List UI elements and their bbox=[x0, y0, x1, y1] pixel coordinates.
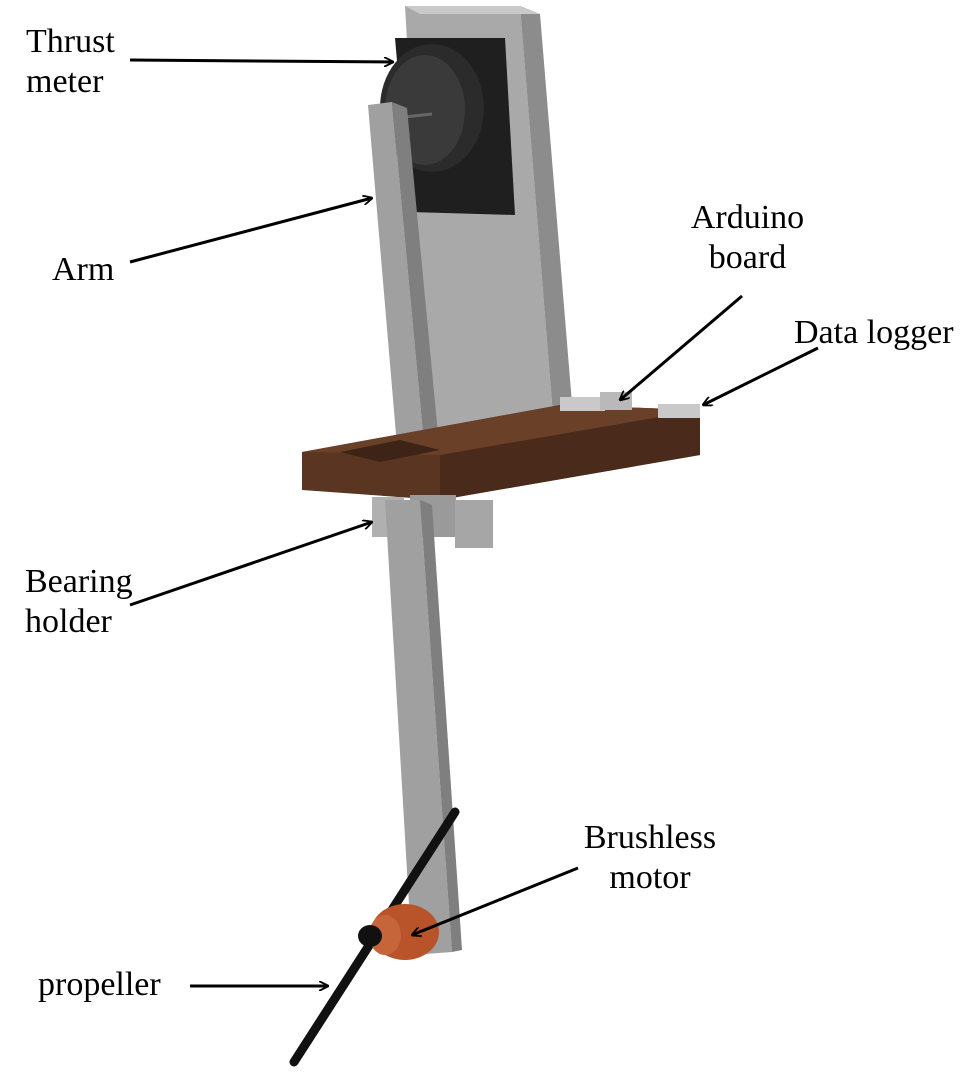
label-brushless-motor-line1: Brushless bbox=[583, 819, 717, 856]
arrow-bearing-holder bbox=[129, 522, 372, 607]
label-data-logger: Data logger bbox=[794, 313, 954, 353]
label-propeller-line1: propeller bbox=[38, 966, 161, 1003]
arrows bbox=[129, 60, 819, 986]
arm bbox=[368, 102, 440, 458]
label-data-logger-line1: Data logger bbox=[794, 314, 954, 351]
label-propeller: propeller bbox=[38, 965, 161, 1005]
label-arduino-board-line1: Arduino bbox=[690, 199, 805, 236]
arrow-brushless-motor bbox=[412, 866, 579, 935]
arrow-arm bbox=[129, 198, 372, 264]
arm-lower bbox=[385, 500, 462, 955]
label-brushless-motor: Brushless motor bbox=[570, 818, 730, 898]
label-bearing-holder-line2: holder bbox=[25, 603, 112, 640]
label-thrust-meter: Thrust meter bbox=[26, 22, 115, 102]
label-arm: Arm bbox=[52, 250, 114, 290]
brushless-motor-part bbox=[358, 904, 439, 960]
arrow-thrust-meter bbox=[129, 60, 393, 62]
arrow-data-logger bbox=[703, 346, 819, 407]
label-bearing-holder: Bearing holder bbox=[25, 562, 133, 642]
label-thrust-meter-line2: meter bbox=[26, 63, 104, 100]
platform bbox=[302, 405, 700, 500]
arrow-arduino-board bbox=[620, 294, 743, 400]
label-arm-line1: Arm bbox=[52, 251, 115, 288]
label-arduino-board-line2: board bbox=[708, 239, 787, 276]
label-arduino-board: Arduino board bbox=[685, 198, 810, 278]
label-bearing-holder-line1: Bearing bbox=[25, 563, 133, 600]
data-logger-part bbox=[658, 404, 700, 418]
label-thrust-meter-line1: Thrust bbox=[26, 23, 115, 60]
label-brushless-motor-line2: motor bbox=[609, 859, 691, 896]
